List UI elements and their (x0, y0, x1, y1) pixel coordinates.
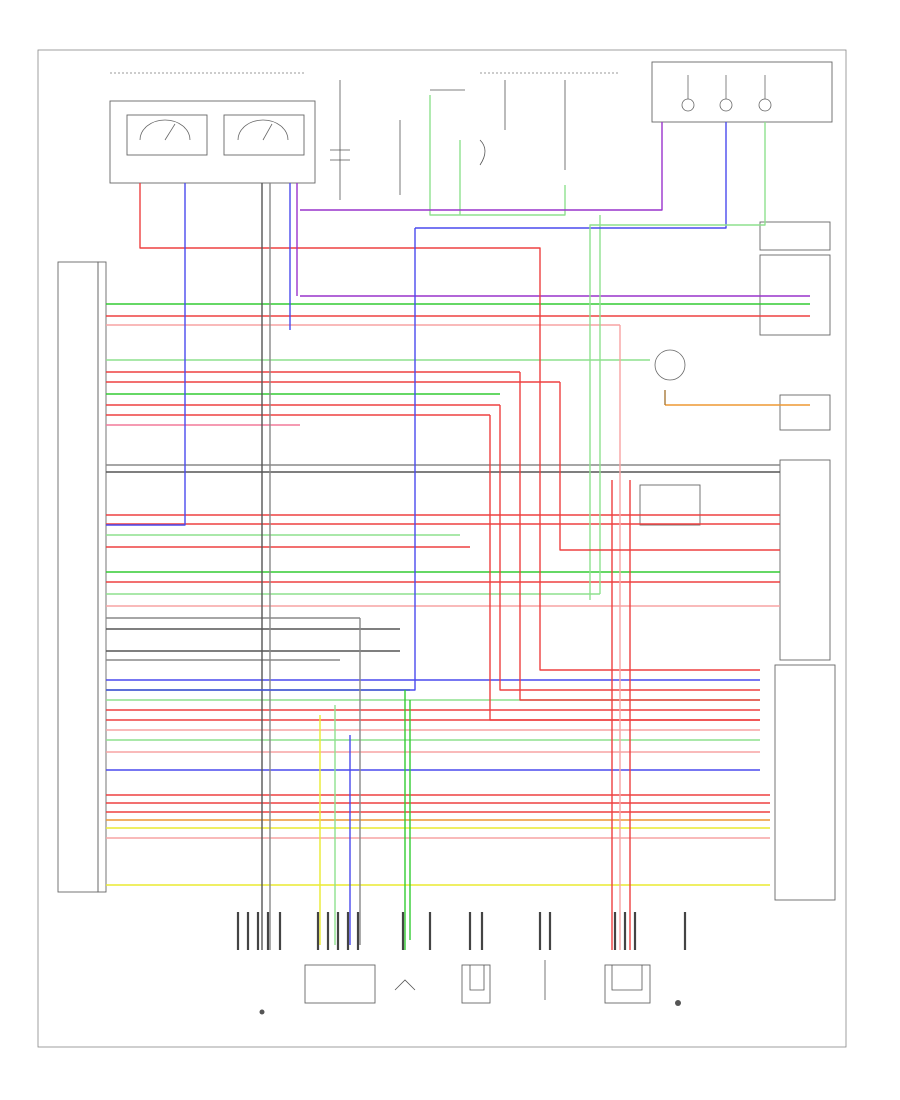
connector-stubs (236, 912, 687, 950)
wire (139, 183, 760, 671)
wire (519, 372, 760, 701)
right-components (639, 221, 836, 901)
relay-cluster (330, 80, 566, 200)
wire (106, 183, 186, 526)
diagram-frame (37, 49, 847, 1048)
combination-meter (109, 100, 316, 184)
switch-assembly-box (651, 61, 833, 123)
bottom-components (259, 960, 681, 1015)
wire (300, 122, 663, 211)
wire (106, 228, 416, 691)
wire (589, 122, 766, 600)
wire (559, 382, 780, 551)
wire (429, 95, 566, 216)
wire (489, 415, 760, 721)
ecm-connector (57, 261, 107, 893)
wire-layer (106, 95, 810, 950)
wire (560, 122, 727, 229)
wire (499, 405, 760, 691)
